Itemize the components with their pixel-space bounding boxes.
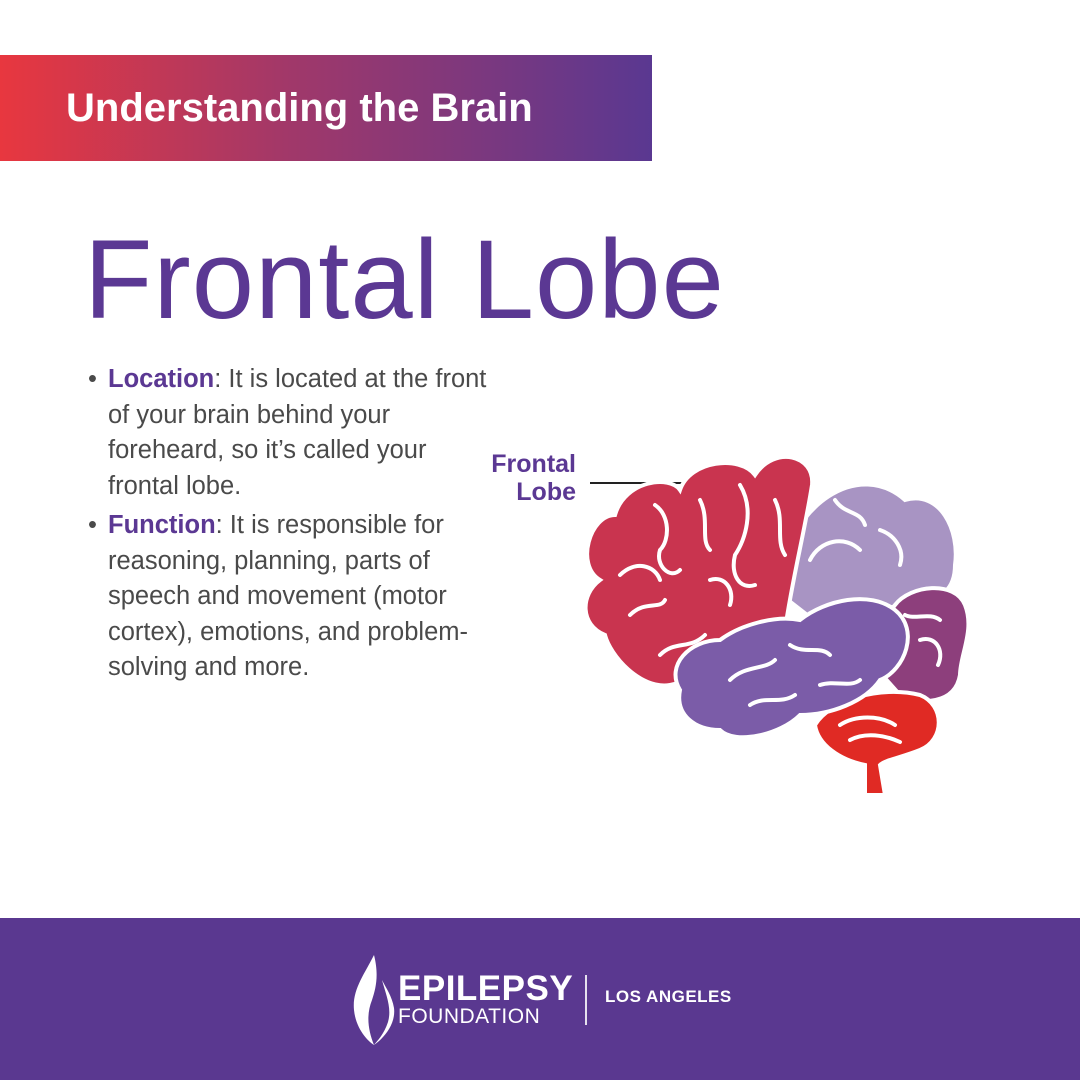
- label-line-1: Frontal: [491, 450, 576, 478]
- bullet-dot: •: [88, 511, 97, 539]
- function-text: : It is responsible for reasoning, plann…: [108, 511, 468, 681]
- brand-name-line-2: FOUNDATION: [398, 1005, 541, 1028]
- cerebellum: [812, 689, 941, 797]
- header-banner: [0, 55, 652, 161]
- location-bullet: • Location: It is located at the front o…: [88, 362, 488, 504]
- temporal-lobe: [673, 597, 910, 740]
- label-leader-line: [590, 482, 683, 484]
- brain-icon: [583, 455, 971, 797]
- region-label: LOS ANGELES: [605, 987, 732, 1006]
- brand-name-line-1: EPILEPSY: [398, 969, 574, 1008]
- footer-divider: [585, 975, 587, 1025]
- frontal-lobe-label: Frontal Lobe: [460, 450, 576, 506]
- bullet-dot: •: [88, 365, 97, 393]
- location-term: Location: [108, 365, 215, 393]
- location-text: : It is located at the front of your bra…: [108, 365, 487, 500]
- info-list: • Location: It is located at the front o…: [88, 362, 488, 690]
- banner-title: Understanding the Brain: [66, 86, 533, 130]
- page-title: Frontal Lobe: [84, 217, 725, 342]
- flame-icon: [353, 955, 395, 1045]
- footer-bar: [0, 918, 1080, 1080]
- function-term: Function: [108, 511, 216, 539]
- label-line-2: Lobe: [516, 478, 576, 506]
- function-bullet: • Function: It is responsible for reason…: [88, 508, 488, 686]
